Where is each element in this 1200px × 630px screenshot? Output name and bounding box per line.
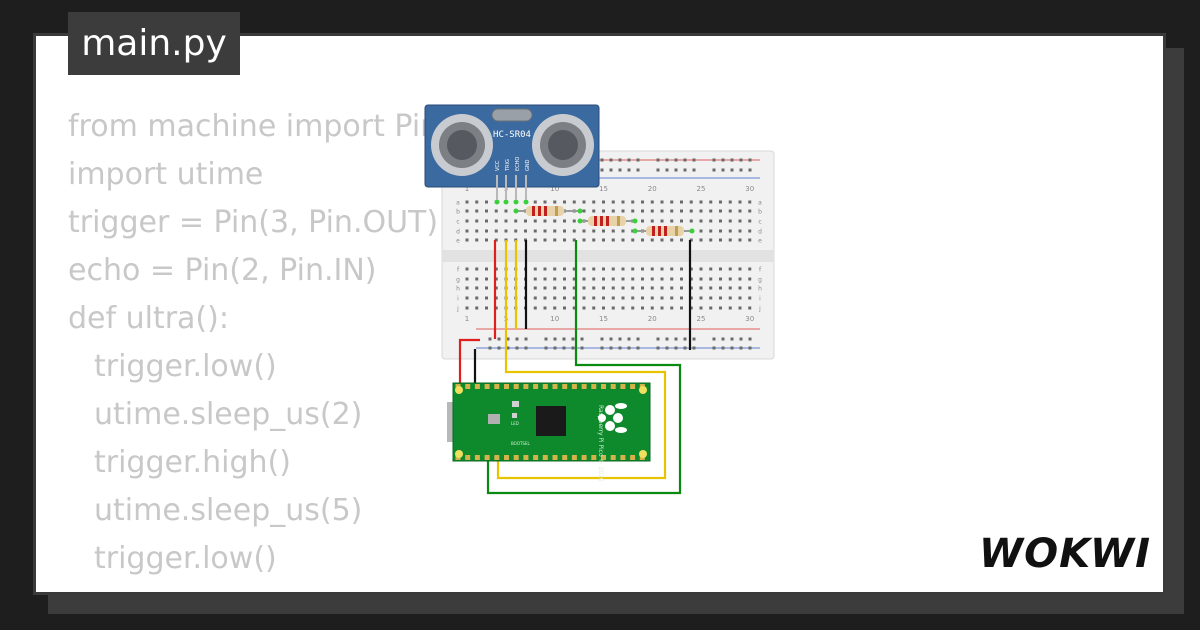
row-label: b: [758, 209, 762, 216]
circuit-diagram: 115510101515202025253030 aabbccddeeffggh…: [424, 104, 775, 495]
resistor: [635, 226, 692, 236]
column-label: 1: [465, 185, 469, 193]
wokwi-logo: WOKWI: [979, 531, 1151, 576]
code-line: utime.sleep_us(5): [94, 493, 363, 528]
sensor-pin-gnd: GND: [525, 159, 531, 171]
row-label: h: [456, 286, 460, 293]
ultrasonic-sensor: HC-SR04 VCC TRIG ECHO GND: [424, 104, 600, 200]
row-label: e: [456, 238, 460, 245]
row-label: b: [456, 209, 460, 216]
code-line: while echo.value() == 0:: [68, 583, 467, 592]
row-label: i: [457, 296, 459, 303]
wire-red: [458, 240, 497, 387]
resistor: [516, 206, 580, 216]
code-line: utime.sleep_us(2): [94, 397, 363, 432]
row-label: f: [759, 267, 762, 274]
row-label: j: [456, 306, 459, 313]
row-label: h: [758, 286, 762, 293]
wires: [458, 240, 692, 495]
code-line: trigger.low(): [94, 349, 277, 384]
wire-black: [473, 240, 528, 387]
raspberry-pi-pico: Raspberry Pi Pico © 2020 BOOTSEL LED: [447, 382, 651, 482]
raspberry-logo-icon: [598, 403, 627, 433]
code-line: trigger = Pin(3, Pin.OUT): [68, 205, 439, 240]
wire-green: [486, 240, 682, 495]
led-label: LED: [511, 421, 519, 426]
row-label: a: [456, 200, 460, 207]
row-label: a: [758, 200, 762, 207]
column-label: 30: [745, 315, 754, 323]
column-label: 20: [648, 185, 657, 193]
wire-yellow: [496, 240, 667, 480]
wokwi-logo-text: WOKWI: [979, 531, 1151, 576]
code-line: from machine import Pin: [68, 109, 440, 144]
bootsel-label: BOOTSEL: [511, 441, 530, 446]
column-label: 20: [648, 315, 657, 323]
code-line: import utime: [68, 157, 264, 192]
sensor-label: HC-SR04: [493, 130, 531, 140]
row-label: j: [758, 306, 761, 313]
pico-label: Raspberry Pi Pico © 2020: [597, 405, 604, 482]
row-label: d: [456, 229, 460, 236]
code-line: trigger.high(): [94, 445, 291, 480]
code-line: trigger.low(): [94, 541, 277, 576]
column-label: 30: [745, 185, 754, 193]
column-label: 15: [599, 315, 608, 323]
row-label: c: [758, 219, 761, 226]
row-label: i: [759, 296, 761, 303]
resistor: [580, 216, 635, 226]
file-tab[interactable]: main.py: [68, 12, 240, 75]
row-label: c: [456, 219, 459, 226]
column-label: 10: [550, 185, 559, 193]
sensor-pin-vcc: VCC: [495, 160, 501, 171]
sensor-pin-echo: ECHO: [515, 157, 521, 171]
row-label: g: [758, 277, 762, 284]
column-label: 25: [697, 185, 706, 193]
sensor-pin-trig: TRIG: [505, 159, 511, 172]
column-label: 10: [550, 315, 559, 323]
code-line: def ultra():: [68, 301, 229, 336]
row-label: e: [758, 238, 762, 245]
connection-dots: [494, 199, 695, 234]
column-label: 15: [599, 185, 608, 193]
row-label: f: [457, 267, 460, 274]
code-listing: from machine import Pin import utime trigg…: [68, 103, 467, 592]
code-line: echo = Pin(2, Pin.IN): [68, 253, 377, 288]
row-label: g: [456, 277, 460, 284]
column-label: 1: [465, 315, 469, 323]
column-label: 25: [697, 315, 706, 323]
row-label: d: [758, 229, 762, 236]
